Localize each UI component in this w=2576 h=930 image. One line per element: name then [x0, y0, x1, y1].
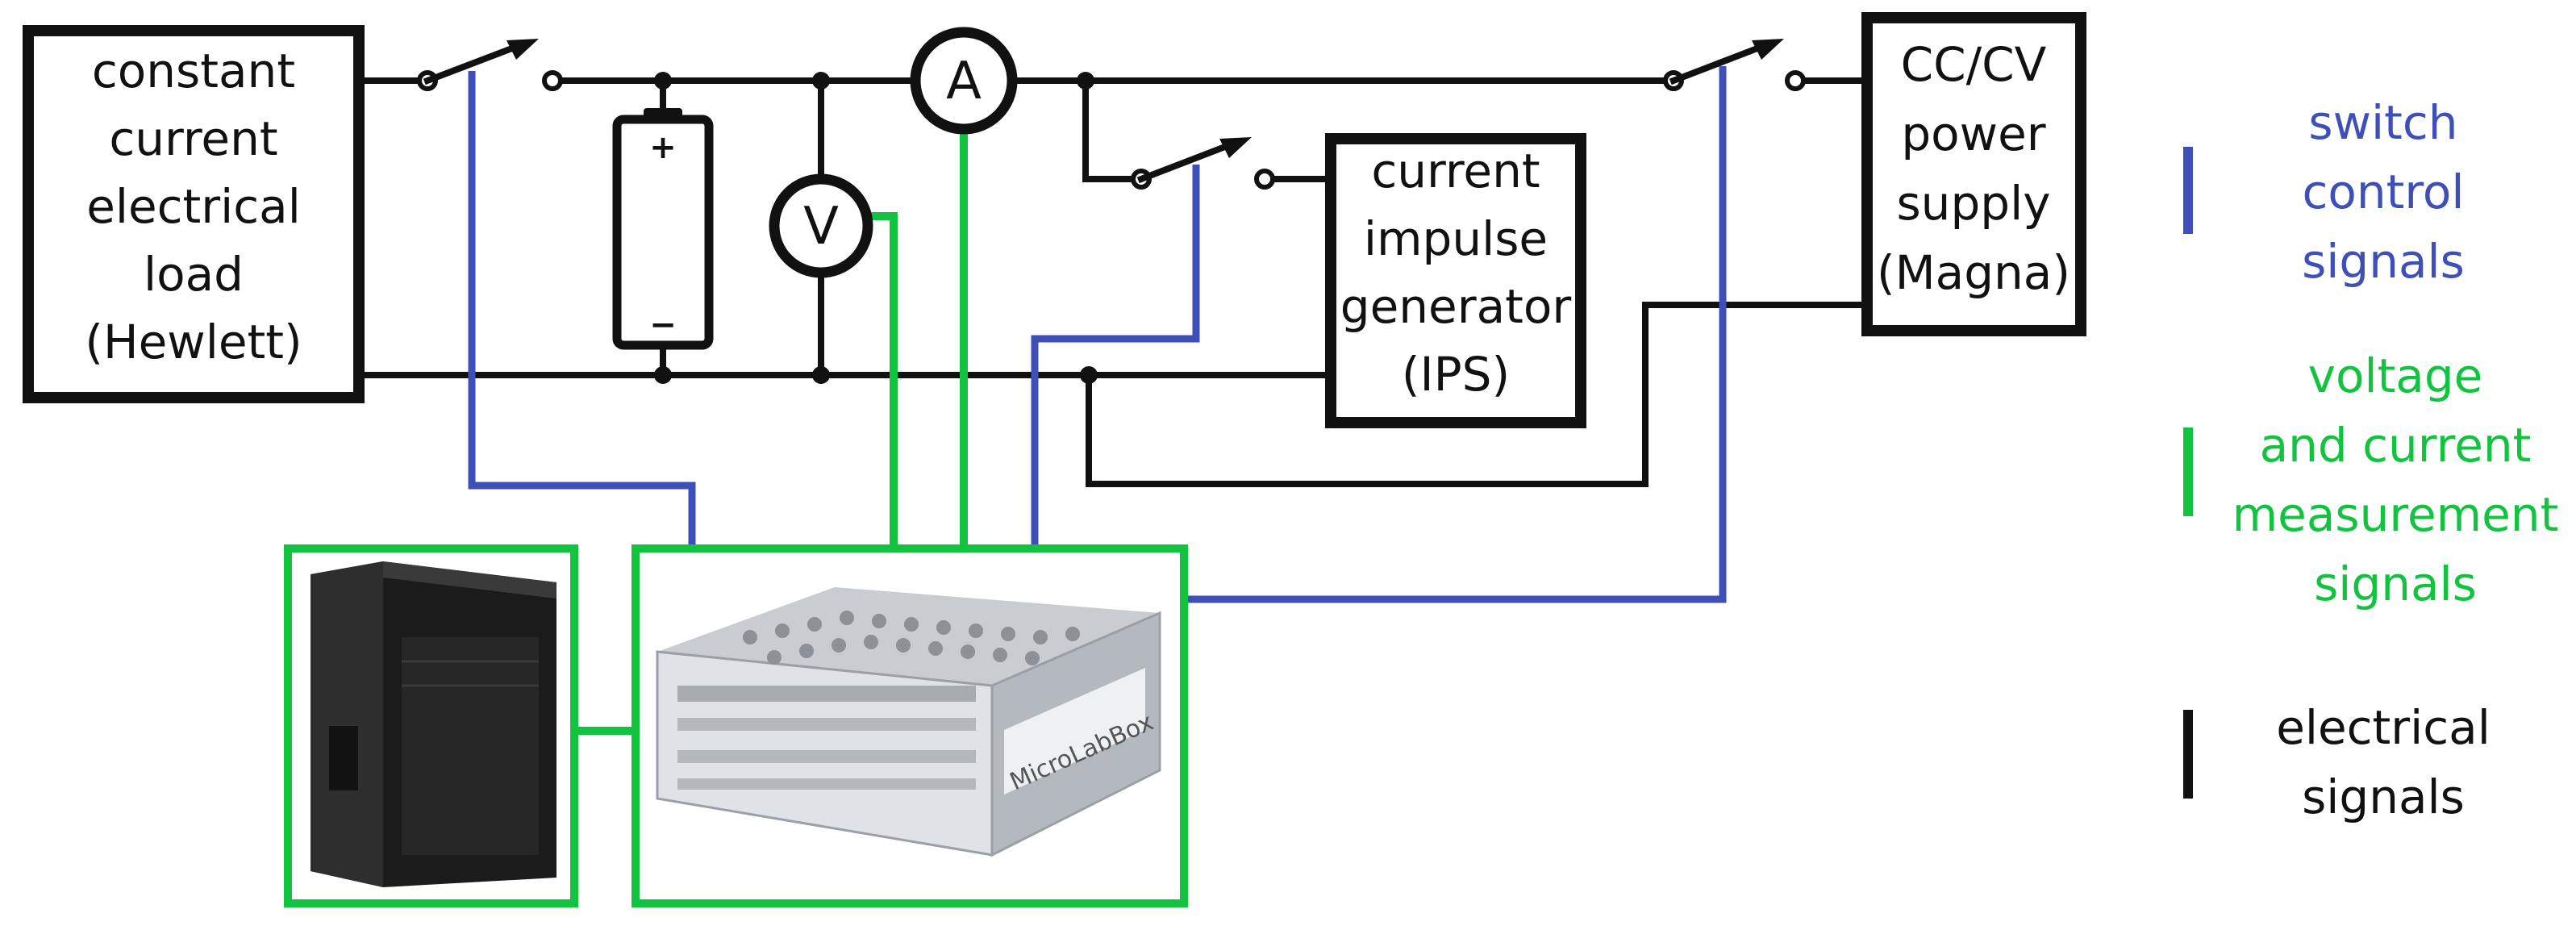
legend-control-line-3: signals	[2302, 234, 2465, 289]
legend-item-control: switch control signals	[2183, 95, 2465, 289]
psu-line-4: (Magna)	[1877, 245, 2070, 300]
measurement-wiring	[574, 106, 968, 735]
legend: switch control signals voltage and curre…	[2183, 95, 2559, 824]
psu-line-1: CC/CV	[1901, 37, 2047, 92]
legend-electrical-line-2: signals	[2302, 769, 2465, 824]
legend-item-electrical: electrical signals	[2183, 700, 2491, 824]
switch-ips	[1131, 137, 1275, 190]
ips-block: current impulse generator (IPS)	[1325, 133, 1586, 428]
voltmeter: V	[769, 173, 873, 278]
legend-measurement-line-2: and current	[2260, 418, 2532, 473]
psu-line-2: power	[1901, 106, 2045, 161]
legend-measurement-line-4: signals	[2314, 557, 2477, 611]
legend-control-line-2: control	[2302, 165, 2464, 219]
legend-control-line-1: switch	[2308, 95, 2457, 150]
electrical-load-block: constant current electrical load (Hewlet…	[23, 25, 365, 403]
psu-line-3: supply	[1896, 176, 2050, 231]
voltmeter-label: V	[803, 197, 839, 256]
legend-item-measurement: voltage and current measurement signals	[2183, 348, 2559, 611]
power-supply-block: CC/CV power supply (Magna)	[1861, 12, 2086, 336]
ammeter: A	[910, 27, 1018, 135]
battery-minus-label: −	[649, 307, 677, 344]
legend-measurement-line-1: voltage	[2308, 348, 2483, 403]
control-wiring	[468, 66, 1727, 603]
ips-line-2: impulse	[1364, 211, 1548, 266]
load-line-2: current	[109, 111, 277, 166]
ips-line-1: current	[1371, 144, 1540, 198]
microlabbox-device: MicroLabBox	[631, 544, 1188, 907]
load-line-5: (Hewlett)	[85, 315, 302, 369]
load-line-4: load	[144, 247, 244, 302]
ips-line-3: generator	[1340, 279, 1572, 334]
switch-load	[417, 39, 563, 91]
electrical-wiring	[361, 77, 1866, 487]
switch-psu	[1663, 39, 1806, 91]
battery-plus-label: +	[649, 129, 677, 166]
ammeter-label: A	[946, 52, 982, 111]
load-line-3: electrical	[86, 179, 301, 234]
legend-electrical-line-1: electrical	[2276, 700, 2491, 755]
pc-tower	[284, 544, 578, 907]
load-line-1: constant	[92, 44, 295, 98]
legend-measurement-line-3: measurement	[2232, 487, 2559, 542]
junction-dots	[654, 72, 1098, 384]
battery: + −	[612, 108, 714, 350]
ips-line-4: (IPS)	[1402, 347, 1510, 402]
